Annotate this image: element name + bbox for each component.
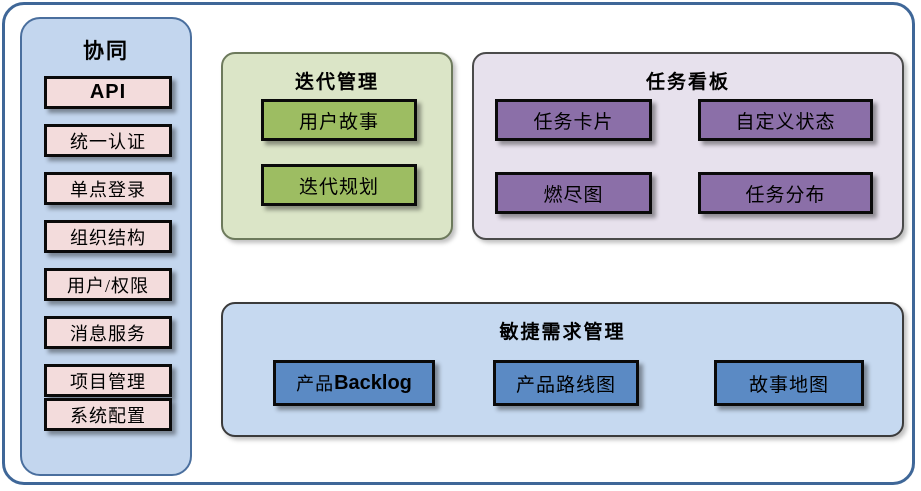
sidebar-item-single-sign-on[interactable]: 单点登录: [44, 172, 172, 205]
task-board-item-burndown-chart[interactable]: 燃尽图: [495, 172, 652, 214]
sidebar-item-message-service[interactable]: 消息服务: [44, 316, 172, 349]
agile-item-product-backlog-cjk: 产品: [296, 374, 335, 394]
sidebar-item-unified-auth[interactable]: 统一认证: [44, 124, 172, 157]
task-board-item-task-card[interactable]: 任务卡片: [495, 99, 652, 141]
iteration-item-user-story[interactable]: 用户故事: [261, 99, 417, 141]
agile-item-story-map[interactable]: 故事地图: [714, 360, 864, 406]
agile-item-product-roadmap[interactable]: 产品路线图: [493, 360, 639, 406]
collaboration-panel: 协同 API 统一认证 单点登录 组织结构 用户/权限 消息服务 项目管理 系统…: [20, 17, 192, 476]
task-board-item-task-distribution[interactable]: 任务分布: [698, 172, 873, 214]
iteration-management-panel: 迭代管理 用户故事 迭代规划: [221, 52, 453, 240]
iteration-management-title: 迭代管理: [294, 72, 379, 93]
task-board-item-custom-status[interactable]: 自定义状态: [698, 99, 873, 141]
iteration-item-iteration-planning[interactable]: 迭代规划: [261, 164, 417, 206]
collaboration-panel-title: 协同: [83, 40, 129, 63]
sidebar-item-api[interactable]: API: [44, 76, 172, 109]
sidebar-item-system-config[interactable]: 系统配置: [44, 398, 172, 431]
agile-requirement-title: 敏捷需求管理: [499, 322, 626, 343]
task-board-panel: 任务看板 任务卡片 自定义状态 燃尽图 任务分布: [472, 52, 904, 240]
task-board-title: 任务看板: [645, 72, 730, 93]
agile-item-product-backlog-latin: Backlog: [334, 371, 412, 394]
sidebar-item-user-permission[interactable]: 用户/权限: [44, 268, 172, 301]
sidebar-item-project-management[interactable]: 项目管理: [44, 364, 172, 397]
diagram-outer-frame: 协同 API 统一认证 单点登录 组织结构 用户/权限 消息服务 项目管理 系统…: [2, 2, 915, 485]
sidebar-item-org-structure[interactable]: 组织结构: [44, 220, 172, 253]
